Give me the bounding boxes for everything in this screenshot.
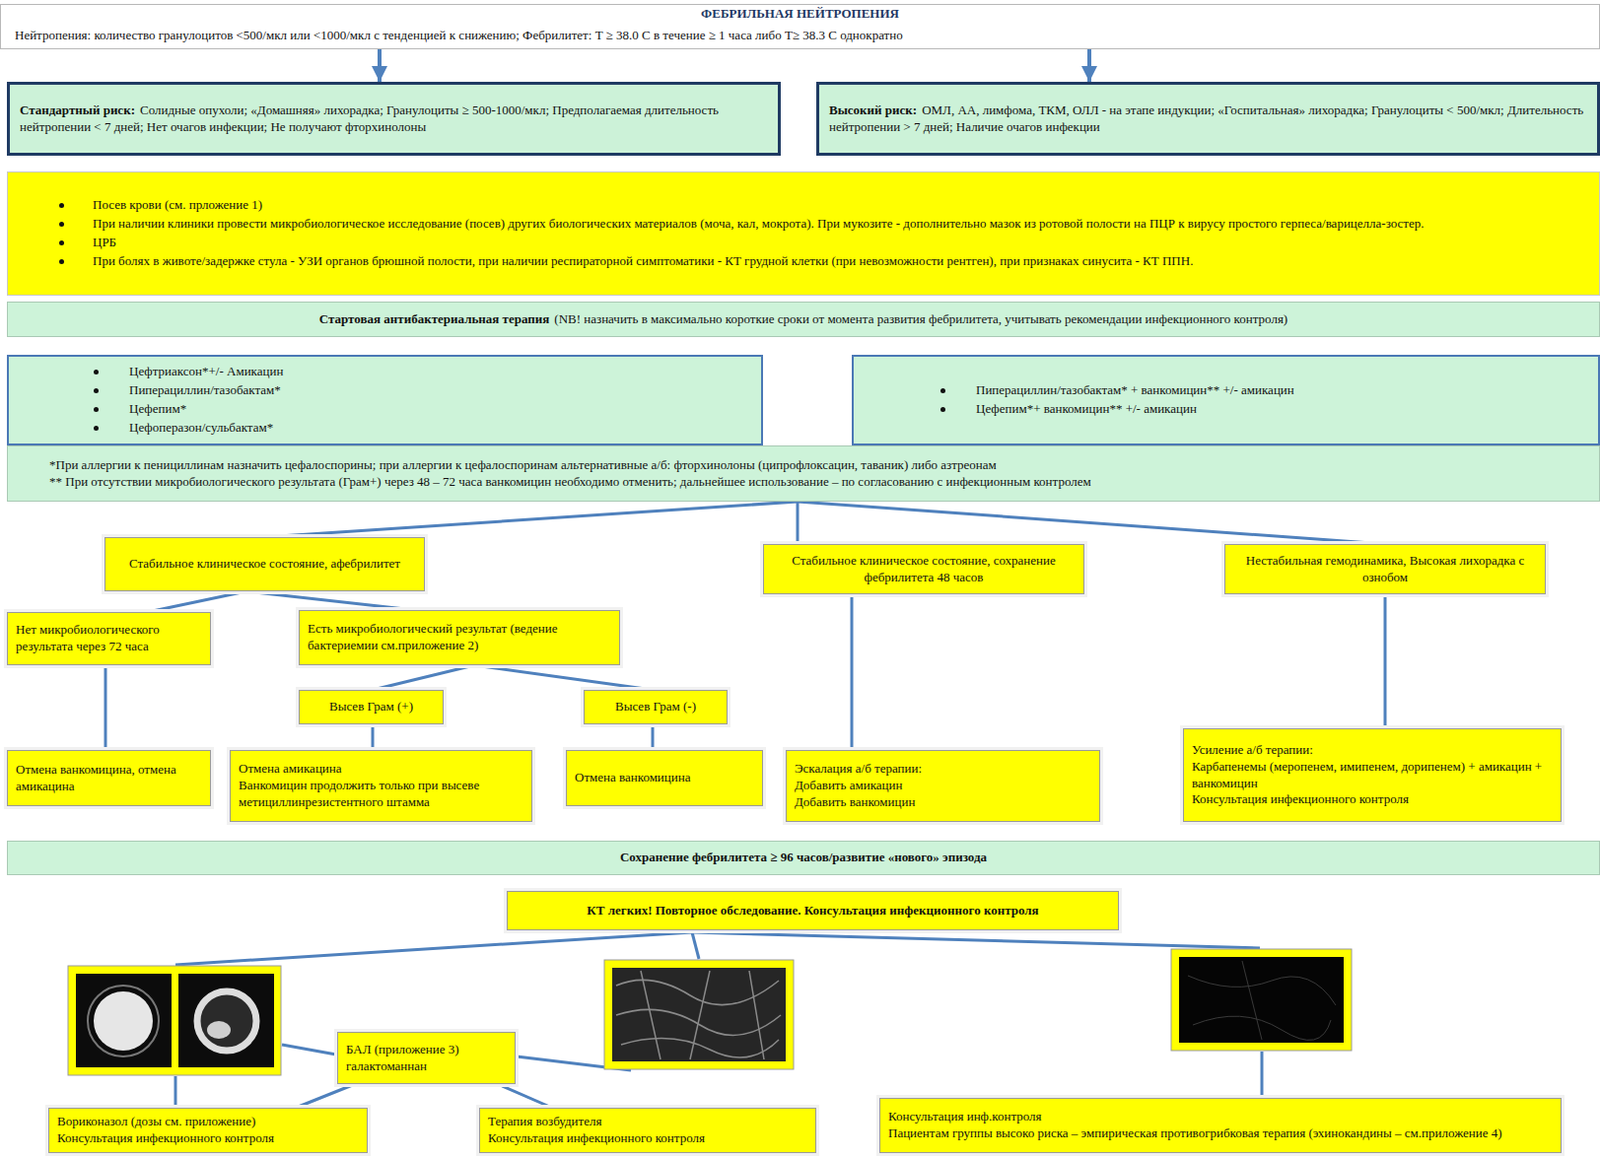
action-box: Консультация инф.контроляПациентам групп… [879, 1098, 1562, 1154]
box-text: Карбапенемы (меропенем, имипенем, дорипе… [1191, 759, 1553, 793]
box-text: Есть микробиологический результат (веден… [307, 621, 612, 655]
risk-box: Стандартный риск:Солидные опухоли; «Дома… [6, 81, 781, 156]
box-text: Консультация инфекционного контроля [57, 1130, 359, 1148]
connector-line [295, 1084, 355, 1109]
box-text: Вориконазол (дозы см. приложение) [57, 1113, 359, 1131]
box-text: Усиление а/б терапии: [1191, 742, 1553, 760]
box-text: Высев Грам (+) [307, 698, 435, 716]
connector-line [497, 1084, 553, 1109]
box-text: Стабильное клиническое состояние, афебри… [113, 556, 417, 573]
box-heading: Стандартный риск: [19, 102, 136, 118]
box-heading: Высокий риск: [829, 102, 917, 118]
box-text: Отмена ванкомицина [574, 769, 755, 787]
box-text: Консультация инфекционного контроля [1191, 791, 1553, 809]
text-line: Стартовая антибактериальная терапия(NB! … [15, 311, 1592, 329]
process-box: Высев Грам (-) [583, 690, 728, 725]
connector-line [850, 594, 854, 751]
diagnostics-band: Посев крови (см. прложение 1)При наличии… [6, 171, 1600, 296]
ct-image-infiltrate [604, 960, 794, 1070]
box-text: Высев Грам (-) [592, 698, 719, 716]
list-item: Цефоперазон/сульбактам* [129, 418, 754, 438]
box-text: Добавить амикацин [794, 777, 1092, 795]
connector-line [371, 724, 375, 751]
box-text: Нет микробиологического результата через… [15, 622, 203, 656]
connector-line [372, 665, 475, 691]
list-item: При наличии клиники провести микробиолог… [92, 214, 1592, 234]
connector-line [1384, 594, 1388, 729]
connector-line [147, 591, 247, 613]
text-line: Высокий риск:ОМЛ, АА, лимфома, ТКМ, ОЛЛ … [829, 102, 1588, 137]
box-text: Терапия возбудителя [487, 1113, 808, 1131]
therapy-box: Цефтриаксон*+/- АмикацинПиперациллин/таз… [6, 354, 764, 446]
box-text: Стабильное клиническое состояние, сохран… [771, 553, 1076, 587]
connector-line [796, 501, 800, 545]
diagram-title: ФЕБРИЛЬНАЯ НЕЙТРОПЕНИЯ [0, 5, 1600, 22]
list-item: Цефепим* [129, 400, 754, 419]
box-text: Консультация инф.контроля [888, 1109, 1553, 1126]
box-text: БАЛ (приложение 3) [346, 1042, 507, 1059]
list-item: Посев крови (см. прложение 1) [92, 196, 1592, 215]
action-box: Вориконазол (дозы см. приложение)Консуль… [48, 1108, 368, 1154]
box-text: Добавить ванкомицин [794, 794, 1092, 812]
box-text: Отмена амикацина [238, 761, 524, 778]
action-box: Эскалация а/б терапии:Добавить амикацинД… [785, 750, 1101, 823]
box-heading: КТ легких! Повторное обследование. Консу… [515, 903, 1111, 920]
action-box: Отмена амикацинаВанкомицин продолжить то… [229, 750, 533, 823]
list-item: ЦРБ [92, 233, 1592, 253]
process-box: КТ легких! Повторное обследование. Консу… [506, 891, 1119, 931]
leader-lines [175, 932, 1262, 1108]
action-box: Отмена ванкомицина, отмена амикацина [6, 750, 211, 807]
box-text: Нейтропения: количество гранулоцитов <50… [14, 27, 1592, 45]
process-box: Высев Грам (+) [298, 690, 444, 725]
section-band: Стартовая антибактериальная терапия(NB! … [6, 301, 1600, 338]
connector-line [797, 501, 1386, 545]
box-heading: Сохранение фебрилитета ≥ 96 часов/развит… [15, 849, 1592, 867]
state-box: Стабильное клиническое состояние, сохран… [763, 544, 1085, 595]
connector-line [651, 724, 655, 751]
connector-line [104, 665, 108, 751]
action-box: Отмена ванкомицина [565, 750, 764, 807]
action-box: Терапия возбудителяКонсультация инфекцио… [479, 1108, 817, 1154]
box-text: ** При отсутствии микробиологического ре… [49, 474, 1592, 491]
connector-line [246, 591, 415, 611]
box-text: *При аллергии к пенициллинам назначить ц… [49, 457, 1592, 475]
box-text: Ванкомицин продолжить только при высеве … [238, 777, 524, 812]
therapy-box: Пиперациллин/тазобактам* + ванкомицин** … [851, 354, 1600, 446]
box-text: Эскалация а/б терапии: [794, 761, 1092, 778]
risk-box: Высокий риск:ОМЛ, АА, лимфома, ТКМ, ОЛЛ … [816, 81, 1600, 156]
connector-arrow [377, 49, 382, 82]
list-item: Пиперациллин/тазобактам* + ванкомицин** … [975, 381, 1591, 401]
connector-line [264, 501, 798, 538]
box-text: Консультация инфекционного контроля [487, 1130, 808, 1148]
ct-image-nodules [68, 966, 281, 1076]
box-text: Нестабильная гемодинамика, Высокая лихор… [1233, 553, 1537, 587]
process-box: Есть микробиологический результат (веден… [298, 610, 621, 666]
box-text: (NB! назначить в максимально короткие ср… [554, 311, 1288, 327]
box-text: Пациентам группы высоко риска – эмпириче… [888, 1125, 1553, 1143]
box-text: Отмена ванкомицина, отмена амикацина [15, 762, 203, 796]
action-box: Усиление а/б терапии:Карбапенемы (меропе… [1182, 728, 1562, 823]
process-box: Нет микробиологического результата через… [6, 612, 211, 666]
box-text: галактоманнан [346, 1058, 507, 1076]
list-item: Цефепим*+ ванкомицин** +/- амикацин [975, 400, 1591, 419]
list-item: Цефтриаксон*+/- Амикацин [129, 362, 754, 382]
connector-line [474, 665, 653, 691]
list-item: При болях в животе/задержке стула - УЗИ … [92, 252, 1592, 272]
process-box: БАЛ (приложение 3)галактоманнан [337, 1032, 516, 1085]
ct-image-normal [1171, 949, 1352, 1051]
list-item: Пиперациллин/тазобактам* [129, 381, 754, 401]
text-line: Стандартный риск:Солидные опухоли; «Дома… [19, 102, 768, 137]
section-band: Сохранение фебрилитета ≥ 96 часов/развит… [6, 840, 1600, 876]
connector-arrow [1087, 49, 1092, 82]
state-box: Нестабильная гемодинамика, Высокая лихор… [1224, 544, 1546, 595]
state-box: Стабильное клиническое состояние, афебри… [104, 537, 425, 592]
footnote-band: *При аллергии к пенициллинам назначить ц… [6, 445, 1600, 502]
box-text: ОМЛ, АА, лимфома, ТКМ, ОЛЛ - на этапе ин… [829, 102, 1584, 135]
box-heading: Стартовая антибактериальная терапия [319, 311, 551, 327]
